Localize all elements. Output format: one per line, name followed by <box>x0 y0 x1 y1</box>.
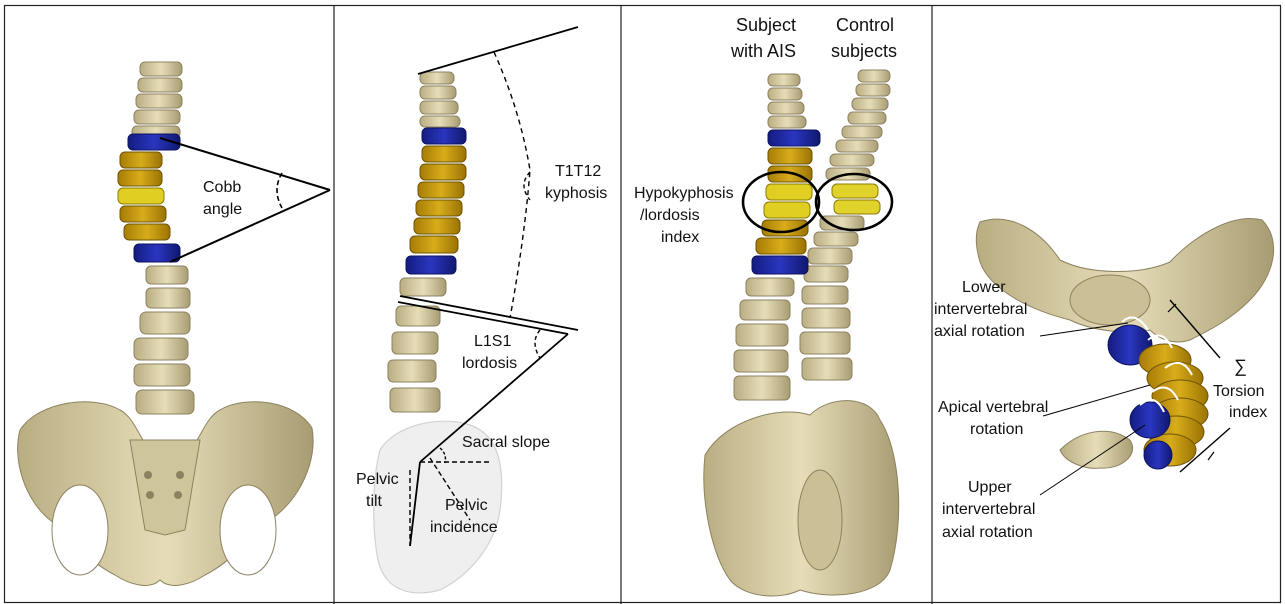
panel-sagittal: T1T12 kyphosis L1S1 lordosis Sacral slop… <box>356 27 607 593</box>
spine-coronal <box>118 62 194 414</box>
sacral-slope-label: Sacral slope <box>462 434 550 451</box>
subject-label-2: with AIS <box>730 41 796 61</box>
pelvic-incidence-label-2: incidence <box>430 519 498 536</box>
panel-axial: Lower intervertebral axial rotation ∑ To… <box>934 219 1274 541</box>
torsion-sigma: ∑ <box>1234 356 1247 376</box>
torsion-tick-2 <box>1208 452 1214 460</box>
lordosis-label-2: lordosis <box>462 355 517 372</box>
cobb-lower-line <box>170 190 330 262</box>
kyphosis-upper-line <box>418 27 578 74</box>
hypo-label-1: Hypokyphosis <box>634 185 734 202</box>
hypo-label-3: index <box>661 229 699 246</box>
kyphosis-label-1: T1T12 <box>555 163 601 180</box>
pelvis-illustration <box>18 402 314 586</box>
cobb-angle-arc <box>277 173 282 208</box>
control-label-2: subjects <box>831 41 897 61</box>
lower-label-1: Lower <box>962 279 1006 296</box>
upper-label-3: axial rotation <box>942 524 1033 541</box>
lordosis-label-1: L1S1 <box>474 333 511 350</box>
kyphosis-label-2: kyphosis <box>545 185 607 202</box>
lower-label-2: intervertebral <box>934 301 1027 318</box>
torsion-label-2: index <box>1229 404 1267 421</box>
lordosis-angle-arc <box>535 330 540 358</box>
hypo-label-2: /lordosis <box>640 207 700 224</box>
panel-comparison: Subject with AIS Control subjects Hypoky… <box>634 15 899 596</box>
upper-label-2: intervertebral <box>942 501 1035 518</box>
cobb-label-2: angle <box>203 201 242 218</box>
subject-label-1: Subject <box>736 15 796 35</box>
torsion-label-1: Torsion <box>1213 383 1265 400</box>
pelvic-tilt-label-1: Pelvic <box>356 471 399 488</box>
lower-label-3: axial rotation <box>934 323 1025 340</box>
apical-label-1: Apical vertebral <box>938 399 1048 416</box>
apical-label-2: rotation <box>970 421 1023 438</box>
upper-label-1: Upper <box>968 479 1012 496</box>
cobb-upper-line <box>160 138 330 190</box>
control-label-1: Control <box>836 15 894 35</box>
cobb-label-1: Cobb <box>203 179 241 196</box>
panel-cobb: Cobb angle <box>18 62 330 585</box>
spine-sagittal <box>388 72 466 412</box>
pelvic-incidence-label-1: Pelvic <box>445 497 488 514</box>
pelvic-tilt-label-2: tilt <box>366 493 383 510</box>
